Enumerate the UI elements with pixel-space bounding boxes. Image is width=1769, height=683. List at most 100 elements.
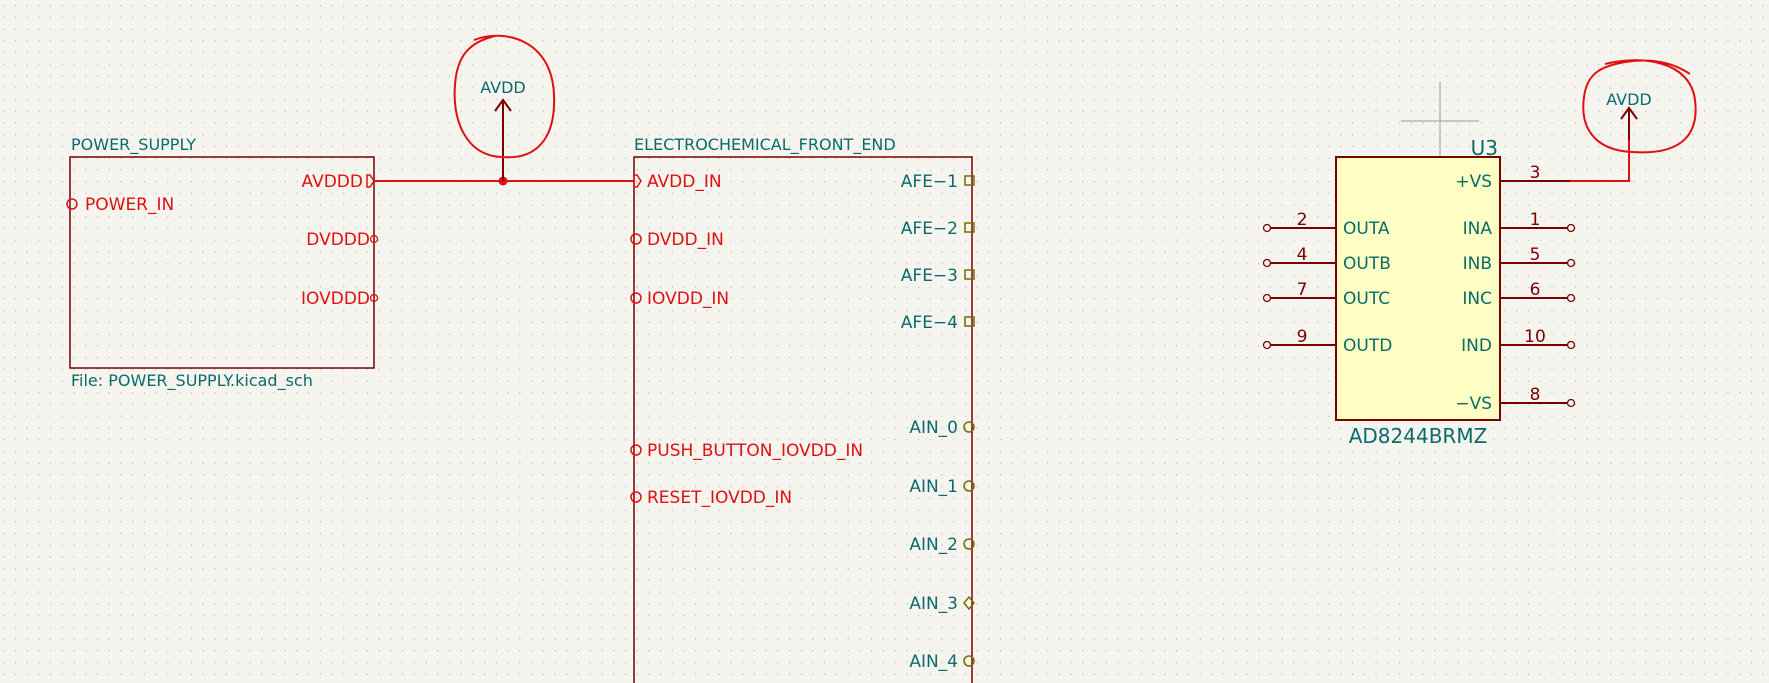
pin-shape-iovdd-in: [630, 292, 642, 304]
sheet-pin-iovdd-in[interactable]: IOVDD_IN: [630, 289, 729, 309]
pin-number-inb: 5: [1530, 245, 1541, 265]
power-label-avdd-2: AVDD: [1606, 90, 1652, 109]
sheet-pin-reset-iovdd-in[interactable]: RESET_IOVDD_IN: [630, 488, 792, 508]
pin-label-ain-4: AIN_4: [909, 652, 958, 672]
pin-label-power-in: POWER_IN: [85, 195, 174, 215]
pin-name-outd: OUTD: [1343, 336, 1392, 356]
pin-label-ain-2: AIN_2: [909, 535, 958, 555]
pin-shape-afe-3: [964, 269, 975, 280]
pin-label-dvddd: DVDDD: [306, 230, 370, 250]
sheet-pin-afe-4[interactable]: AFE−4: [901, 313, 975, 333]
cursor-crosshair-icon: [1401, 82, 1479, 160]
pin-shape-ain-4: [963, 655, 975, 667]
pin-shape-ain-2: [963, 538, 975, 550]
sheet-pin-ain-3[interactable]: AIN_3: [909, 594, 975, 614]
sheet-file-power-supply: File: POWER_SUPPLY.kicad_sch: [71, 371, 313, 391]
sheet-pin-ain-0[interactable]: AIN_0: [909, 418, 975, 438]
component-body[interactable]: [1335, 156, 1501, 421]
sheet-pin-avddd[interactable]: AVDDD: [302, 172, 375, 192]
pin-label-avddd: AVDDD: [302, 172, 363, 192]
pin-number-outb: 4: [1297, 245, 1308, 265]
power-symbol-avdd-1[interactable]: AVDD: [480, 78, 526, 181]
pin-shape-ain-3: [963, 595, 975, 611]
sheet-border-power-supply[interactable]: [69, 156, 375, 369]
sheet-electrochemical-front-end[interactable]: ELECTROCHEMICAL_FRONT_END AVDD_IN DVDD_I…: [630, 135, 975, 683]
pin-label-avdd-in: AVDD_IN: [647, 172, 722, 192]
pin-name-outc: OUTC: [1343, 289, 1390, 309]
pin-end-outb: [1262, 258, 1272, 268]
pin-ina[interactable]: INA 1: [1463, 210, 1576, 239]
sheet-pin-dvdd-in[interactable]: DVDD_IN: [630, 230, 724, 250]
component-u3[interactable]: U3 AD8244BRMZ +VS 3 OUTA 2 INA 1 OUTB: [1262, 136, 1576, 448]
pin-shape-ain-0: [963, 421, 975, 433]
sheet-pin-afe-3[interactable]: AFE−3: [901, 266, 975, 286]
annotation-circle-avdd-1: [453, 34, 556, 159]
pin-shape-afe-4: [964, 316, 975, 327]
power-label-avdd-1: AVDD: [480, 78, 526, 97]
sheet-pin-ain-2[interactable]: AIN_2: [909, 535, 975, 555]
pin-number-vs-neg: 8: [1530, 385, 1541, 405]
pin-name-inc: INC: [1462, 289, 1492, 309]
annotation-circle-avdd-2: [1582, 59, 1697, 154]
pin-name-vs-pos: +VS: [1455, 172, 1492, 192]
pin-ind[interactable]: IND 10: [1461, 327, 1576, 356]
pin-label-ain-1: AIN_1: [909, 477, 958, 497]
component-value: AD8244BRMZ: [1349, 424, 1488, 448]
pin-name-outa: OUTA: [1343, 219, 1390, 239]
pin-inc[interactable]: INC 6: [1462, 280, 1576, 309]
power-symbol-avdd-2[interactable]: AVDD: [1606, 90, 1652, 140]
pin-label-ain-0: AIN_0: [909, 418, 958, 438]
pin-number-outa: 2: [1297, 210, 1308, 230]
pin-outd[interactable]: OUTD 9: [1262, 327, 1393, 356]
pin-end-vs-neg: [1566, 398, 1576, 408]
pin-number-inc: 6: [1530, 280, 1541, 300]
sheet-pin-afe-2[interactable]: AFE−2: [901, 219, 975, 239]
pin-number-outc: 7: [1297, 280, 1308, 300]
pin-shape-iovddd: [369, 293, 379, 303]
sheet-pin-iovddd[interactable]: IOVDDD: [301, 289, 379, 309]
pin-number-ina: 1: [1530, 210, 1541, 230]
pin-outa[interactable]: OUTA 2: [1262, 210, 1390, 239]
pin-end-outc: [1262, 293, 1272, 303]
sheet-pin-afe-1[interactable]: AFE−1: [901, 172, 975, 192]
pin-shape-dvddd: [369, 234, 379, 244]
pin-label-afe-1: AFE−1: [901, 172, 958, 192]
sheet-pin-push-button-iovdd-in[interactable]: PUSH_BUTTON_IOVDD_IN: [630, 441, 863, 461]
pin-outc[interactable]: OUTC 7: [1262, 280, 1391, 309]
pin-label-afe-4: AFE−4: [901, 313, 958, 333]
pin-shape-reset: [630, 491, 642, 503]
pin-label-afe-3: AFE−3: [901, 266, 958, 286]
pin-label-push-button: PUSH_BUTTON_IOVDD_IN: [647, 441, 863, 461]
pin-end-ind: [1566, 340, 1576, 350]
pin-number-vs-pos: 3: [1530, 163, 1541, 183]
pin-shape-ain-1: [963, 480, 975, 492]
sheet-power-supply[interactable]: POWER_SUPPLY File: POWER_SUPPLY.kicad_sc…: [66, 135, 379, 391]
pin-end-outa: [1262, 223, 1272, 233]
pin-vs-pos[interactable]: +VS 3: [1455, 163, 1570, 192]
power-arrow-icon: [1620, 106, 1638, 120]
pin-name-vs-neg: −VS: [1455, 394, 1492, 414]
pin-shape-avdd-in: [633, 174, 642, 188]
pin-outb[interactable]: OUTB 4: [1262, 245, 1391, 274]
pin-label-reset: RESET_IOVDD_IN: [647, 488, 792, 508]
pin-vs-neg[interactable]: −VS 8: [1455, 385, 1576, 414]
pin-label-afe-2: AFE−2: [901, 219, 958, 239]
pin-label-dvdd-in: DVDD_IN: [647, 230, 724, 250]
sheet-pin-power-in[interactable]: POWER_IN: [66, 195, 174, 215]
sheet-pin-avdd-in[interactable]: AVDD_IN: [633, 172, 722, 192]
sheet-pin-dvddd[interactable]: DVDDD: [306, 230, 379, 250]
pin-name-inb: INB: [1463, 254, 1492, 274]
pin-shape-dvdd-in: [630, 233, 642, 245]
pin-shape-power-in: [66, 198, 78, 210]
pin-number-outd: 9: [1297, 327, 1308, 347]
sheet-pin-ain-1[interactable]: AIN_1: [909, 477, 975, 497]
pin-label-iovddd: IOVDDD: [301, 289, 370, 309]
pin-inb[interactable]: INB 5: [1463, 245, 1576, 274]
pin-shape-push-button: [630, 444, 642, 456]
pin-label-iovdd-in: IOVDD_IN: [647, 289, 729, 309]
pin-number-ind: 10: [1524, 327, 1546, 347]
pin-label-ain-3: AIN_3: [909, 594, 958, 614]
sheet-pin-ain-4[interactable]: AIN_4: [909, 652, 975, 672]
